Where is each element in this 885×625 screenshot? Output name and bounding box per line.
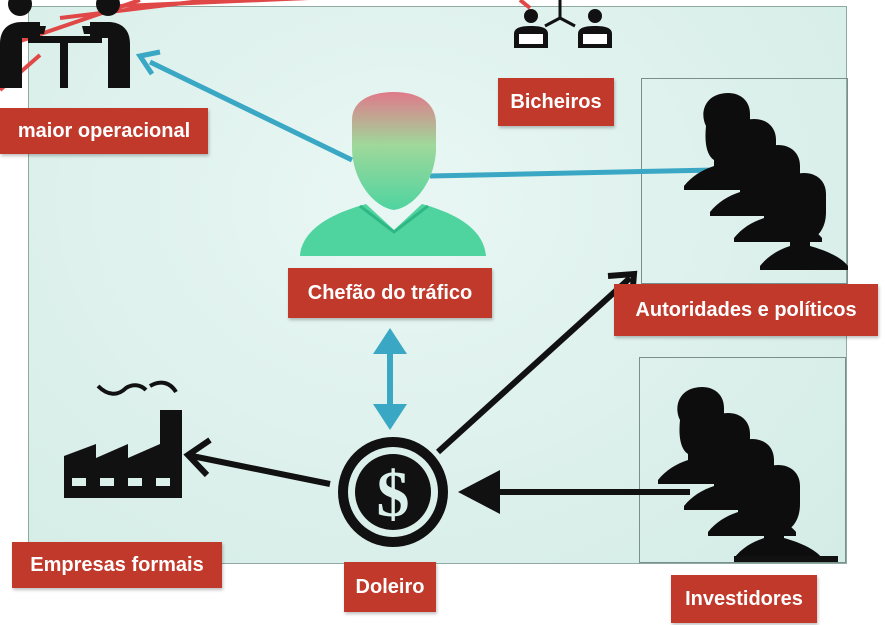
factory-icon bbox=[64, 380, 182, 498]
dealers-icon bbox=[0, 0, 130, 88]
boss-to-operational-arrow bbox=[135, 49, 354, 163]
label-chefao: Chefão do tráfico bbox=[288, 268, 492, 318]
label-doleiro: Doleiro bbox=[344, 562, 436, 612]
red-link-lines bbox=[0, 0, 532, 92]
investors-panel bbox=[639, 357, 846, 563]
crowd-icon bbox=[684, 92, 848, 270]
authorities-panel bbox=[641, 78, 848, 284]
boss-to-authorities-line bbox=[429, 167, 716, 179]
boss-doleiro-double-arrow bbox=[373, 328, 407, 430]
label-bicheiros: Bicheiros bbox=[498, 78, 614, 126]
dollar-icon: $ bbox=[338, 437, 448, 547]
label-investidores: Investidores bbox=[671, 575, 817, 623]
label-empresas: Empresas formais bbox=[12, 542, 222, 588]
label-autoridades: Autoridades e políticos bbox=[614, 284, 878, 336]
doleiro-to-empresas-arrow bbox=[183, 437, 331, 487]
person-icon bbox=[300, 92, 486, 256]
readers-icon bbox=[514, 0, 612, 48]
label-maior-operacional: maior operacional bbox=[0, 108, 208, 154]
investors-crowd-icon bbox=[658, 386, 838, 562]
svg-text:$: $ bbox=[377, 458, 410, 531]
investors-to-doleiro-arrow bbox=[458, 470, 690, 514]
